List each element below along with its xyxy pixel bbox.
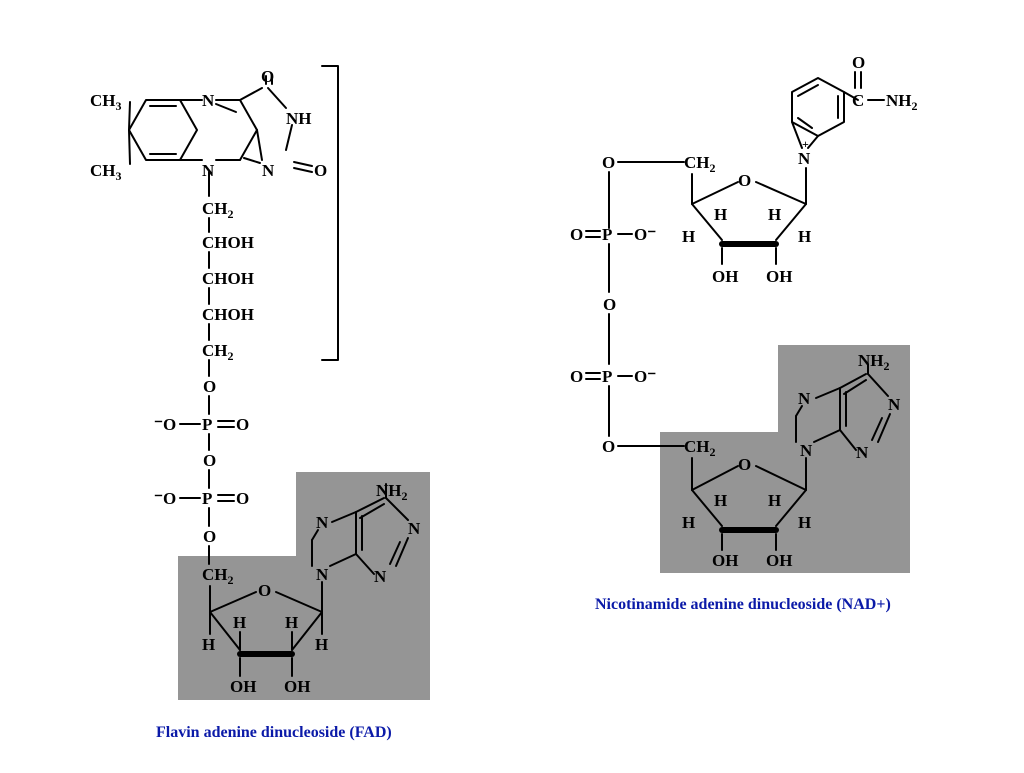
fad-phosphate-double-o-2: O [236, 489, 249, 508]
nad-lower-ring-oxygen: O [738, 455, 751, 474]
nad-adenosine: CH2 O H H H H OH OH N N [682, 351, 901, 570]
ribityl-choh-3: CHOH [202, 305, 254, 324]
fad-bracket [321, 65, 339, 361]
nad-upper-oh-c3: OH [712, 267, 738, 286]
fad-ribose-h-c1: H [315, 635, 328, 654]
fad-ribose-h-c2: H [285, 613, 298, 632]
flavin-c4-oxygen-label: O [261, 67, 274, 86]
fad-phosphorus-2: P [202, 489, 212, 508]
nad-lower-h-c4: H [682, 513, 695, 532]
flavin-nh-label: NH [286, 109, 312, 128]
nad-lower-5prime-oxygen: O [602, 437, 615, 456]
methyl-group-top: CH3 [90, 91, 122, 113]
fad-bridge-oxygen-3: O [203, 527, 216, 546]
nad-upper-h-c3: H [714, 205, 727, 224]
nad-phosphate-o-minus-1: O⁻ [634, 225, 656, 244]
nicotinamide-plus-charge: + [802, 137, 809, 151]
nad-lower-h-c1: H [798, 513, 811, 532]
fad-ribose-h-c3: H [233, 613, 246, 632]
fad-phosphate-double-o-1: O [236, 415, 249, 434]
fad-structure: CH3 CH3 N N N O O NH CH2 CHOH CHOH CHOH … [90, 65, 430, 700]
fad-bridge-oxygen-2: O [203, 451, 216, 470]
fad-adenine-n3: N [374, 567, 387, 586]
nad-lower-h-c3: H [714, 491, 727, 510]
nad-bridge-oxygen: O [603, 295, 616, 314]
nad-structure: N + C O NH2 O CH2 O H H H [570, 53, 918, 573]
ribityl-chain: CH2 CHOH CHOH CHOH CH2 [202, 199, 254, 377]
nad-upper-h-c1: H [798, 227, 811, 246]
nad-phosphate-double-o-1: O [570, 225, 583, 244]
fad-ribose-oh-c3: OH [230, 677, 256, 696]
fad-ribose-h-c4: H [202, 635, 215, 654]
nad-lower-ch2: CH2 [684, 437, 716, 459]
nad-adenine-n3: N [856, 443, 869, 462]
fad-adenine-n9: N [316, 565, 329, 584]
ribityl-ch2-bottom: CH2 [202, 341, 234, 363]
nad-caption: Nicotinamide adenine dinucleoside (NAD+) [595, 596, 891, 613]
nad-adenosine-highlight [660, 345, 910, 573]
fad-adenine-n1: N [408, 519, 421, 538]
fad-phosphate-o-minus-2: ⁻O [154, 489, 176, 508]
carboxamide-oxygen-label: O [852, 53, 865, 72]
flavin-c2-oxygen-label: O [314, 161, 327, 180]
nad-upper-5prime-oxygen: O [602, 153, 615, 172]
fad-adenosine-highlight [178, 472, 430, 700]
fad-caption: Flavin adenine dinucleoside (FAD) [156, 724, 392, 741]
nad-adenine-n7: N [798, 389, 811, 408]
fad-adenine-nh2: NH2 [376, 481, 408, 503]
nad-upper-h-c4: H [682, 227, 695, 246]
fad-ribose-oh-c2: OH [284, 677, 310, 696]
nad-adenine-n9: N [800, 441, 813, 460]
nicotinamide-n-label: N [798, 149, 811, 168]
fad-phosphorus-1: P [202, 415, 212, 434]
nicotinamide-group: N + C O NH2 [791, 53, 918, 168]
fad-adenosine: CH2 O H H H H OH OH N [202, 481, 421, 696]
nad-phosphorus-2: P [602, 367, 612, 386]
flavin-ring-bonds [128, 75, 313, 197]
nad-lower-h-c2: H [768, 491, 781, 510]
nad-phosphate-o-minus-2: O⁻ [634, 367, 656, 386]
nad-phosphorus-1: P [602, 225, 612, 244]
carboxamide-c-label: C [852, 91, 864, 110]
methyl-group-bottom: CH3 [90, 161, 122, 183]
fad-phosphate-o-minus-1: ⁻O [154, 415, 176, 434]
ribityl-choh-1: CHOH [202, 233, 254, 252]
nad-upper-ring-oxygen: O [738, 171, 751, 190]
nad-upper-oh-c2: OH [766, 267, 792, 286]
nad-phosphate-double-o-2: O [570, 367, 583, 386]
nad-upper-ch2: CH2 [684, 153, 716, 175]
ribityl-choh-2: CHOH [202, 269, 254, 288]
nad-lower-oh-c2: OH [766, 551, 792, 570]
nad-adenine-nh2: NH2 [858, 351, 890, 373]
nad-upper-h-c2: H [768, 205, 781, 224]
flavin-n10-label: N [202, 161, 215, 180]
fad-ribose-ch2: CH2 [202, 565, 234, 587]
flavin-n1-label: N [262, 161, 275, 180]
ribityl-ch2-top: CH2 [202, 199, 234, 221]
fad-ribose-ring-oxygen: O [258, 581, 271, 600]
fad-diphosphate: O ⁻O P O O ⁻O P O O [154, 377, 249, 565]
flavin-n5-label: N [202, 91, 215, 110]
nad-diphosphate: O P O⁻ O O P O⁻ O [570, 171, 685, 456]
fad-bridge-oxygen-1: O [203, 377, 216, 396]
nad-adenine-n1: N [888, 395, 901, 414]
nad-nicotinamide-ribose: O CH2 O H H H H OH OH [602, 153, 811, 286]
nad-lower-oh-c3: OH [712, 551, 738, 570]
carboxamide-nh2-label: NH2 [886, 91, 918, 113]
fad-adenine-n7: N [316, 513, 329, 532]
